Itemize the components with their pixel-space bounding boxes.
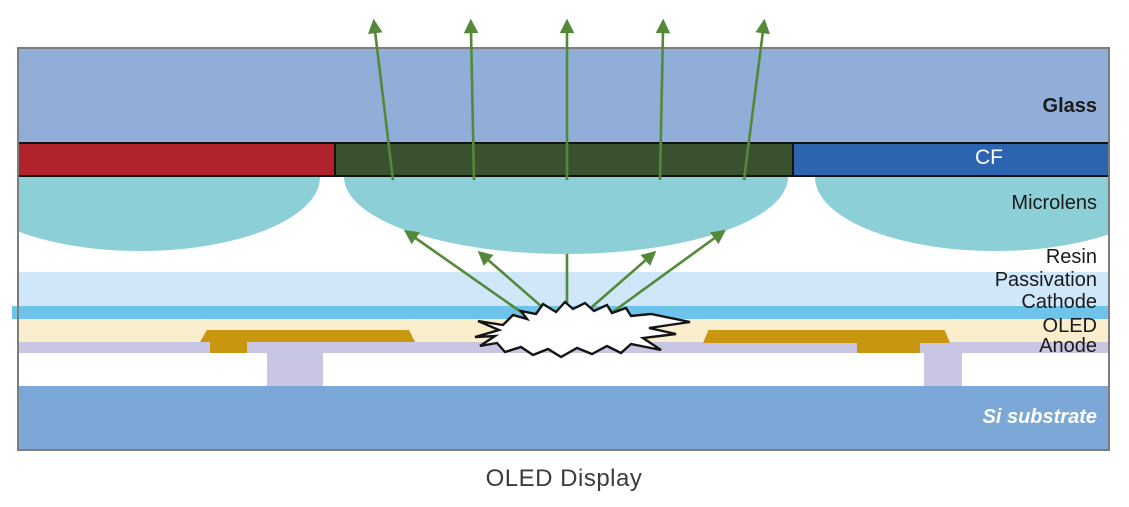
label-si-substrate: Si substrate: [982, 406, 1097, 428]
label-resin: Resin: [1045, 246, 1097, 268]
cf-segment-red: [17, 142, 336, 177]
metal-contact-left-tab: [210, 341, 247, 353]
label-cathode: Cathode: [1021, 291, 1097, 313]
cf-segment-blue: [792, 142, 1110, 177]
cathode-layer: [12, 306, 1108, 319]
microlens-array: [19, 177, 1108, 287]
metal-contact-right-tab: [857, 342, 920, 353]
anode-via-left: [267, 353, 323, 387]
label-cf: CF: [975, 146, 1003, 169]
label-glass: Glass: [1042, 95, 1097, 117]
glass-layer: [19, 49, 1108, 142]
anode-layer: [19, 342, 1108, 353]
si-substrate-layer: [19, 386, 1108, 449]
label-microlens: Microlens: [1011, 192, 1097, 214]
diagram-caption: OLED Display: [485, 465, 643, 492]
microlens-left: [19, 177, 320, 251]
label-passivation: Passivation: [994, 269, 1097, 291]
metal-contact-left: [200, 330, 415, 342]
microlens-right: [815, 177, 1108, 251]
anode-via-right: [924, 353, 962, 387]
cf-segment-green: [334, 142, 794, 177]
metal-contact-right: [703, 330, 950, 343]
microlens-center: [344, 177, 788, 254]
label-oled: OLED: [1042, 315, 1097, 337]
label-anode: Anode: [1039, 335, 1097, 357]
